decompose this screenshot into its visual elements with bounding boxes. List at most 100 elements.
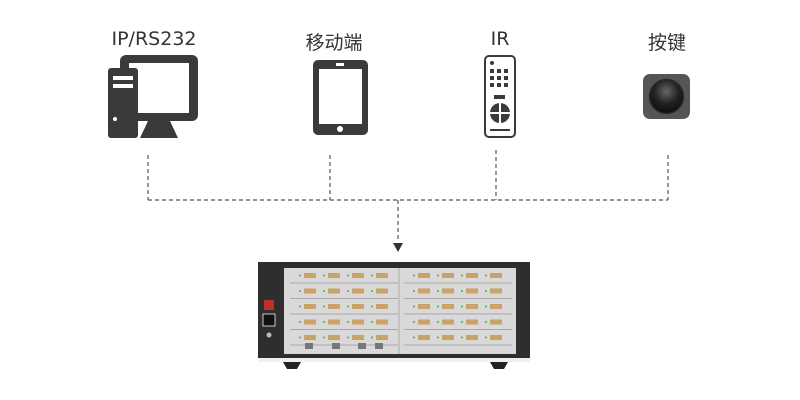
- status-led: [437, 274, 439, 277]
- status-led: [299, 336, 301, 339]
- status-led: [461, 321, 463, 323]
- status-led: [437, 321, 439, 323]
- hdmi-port: [442, 288, 454, 294]
- hdmi-port: [466, 288, 478, 294]
- hdmi-port: [352, 335, 364, 340]
- control-port: [358, 343, 366, 349]
- status-led: [371, 290, 373, 292]
- status-led: [323, 336, 325, 339]
- status-led: [347, 321, 349, 323]
- hdmi-port: [304, 335, 316, 340]
- hdmi-port: [490, 273, 502, 278]
- status-led: [323, 274, 325, 277]
- status-led: [413, 321, 415, 323]
- hdmi-port: [466, 335, 478, 340]
- status-led: [347, 305, 349, 308]
- hdmi-port: [418, 288, 430, 294]
- remote-key: [504, 83, 508, 87]
- hdmi-port: [304, 273, 316, 278]
- connector-lines: [147, 150, 669, 242]
- hdmi-port: [418, 273, 430, 278]
- hdmi-port: [328, 288, 340, 294]
- status-led: [413, 274, 415, 277]
- remote-key: [504, 69, 508, 73]
- remote-control-icon: [484, 55, 516, 138]
- status-led: [461, 305, 463, 308]
- remote-key: [497, 69, 501, 73]
- control-port: [375, 343, 383, 349]
- arrow-head-icon: [393, 243, 403, 252]
- hdmi-port: [352, 319, 364, 325]
- hdmi-port: [466, 319, 478, 325]
- hdmi-port: [376, 304, 388, 309]
- hdmi-port: [490, 304, 502, 309]
- remote-key: [497, 83, 501, 87]
- status-led: [485, 274, 487, 277]
- hdmi-port: [442, 304, 454, 309]
- status-led: [437, 336, 439, 339]
- hdmi-port: [418, 319, 430, 325]
- remote-key: [497, 76, 501, 80]
- hdmi-port: [490, 335, 502, 340]
- control-port: [332, 343, 340, 349]
- hdmi-port: [466, 273, 478, 278]
- status-led: [323, 290, 325, 292]
- remote-key: [490, 83, 494, 87]
- status-led: [413, 290, 415, 292]
- hdmi-port: [442, 335, 454, 340]
- status-led: [413, 336, 415, 339]
- status-led: [299, 290, 301, 292]
- matrix-switcher-device-icon: [258, 262, 530, 369]
- hdmi-port: [304, 304, 316, 309]
- hdmi-port: [442, 319, 454, 325]
- hdmi-port: [304, 288, 316, 294]
- status-led: [413, 305, 415, 308]
- remote-key: [490, 76, 494, 80]
- push-button-icon: [643, 74, 690, 119]
- status-led: [347, 290, 349, 292]
- hdmi-port: [328, 273, 340, 278]
- hdmi-port: [418, 304, 430, 309]
- status-led: [371, 321, 373, 323]
- hdmi-port: [418, 335, 430, 340]
- remote-key: [504, 76, 508, 80]
- hdmi-port: [442, 273, 454, 278]
- label-ir: IR: [490, 28, 510, 50]
- status-led: [299, 321, 301, 323]
- hdmi-port: [490, 288, 502, 294]
- status-led: [371, 336, 373, 339]
- hdmi-port: [352, 304, 364, 309]
- status-led: [323, 321, 325, 323]
- computer-icon: [108, 55, 198, 138]
- status-led: [437, 290, 439, 292]
- status-led: [485, 305, 487, 308]
- status-led: [299, 274, 301, 277]
- label-ip-rs232: IP/RS232: [111, 28, 197, 50]
- status-led: [323, 305, 325, 308]
- hdmi-port: [376, 319, 388, 325]
- control-port: [305, 343, 313, 349]
- hdmi-port: [376, 335, 388, 340]
- label-mobile: 移动端: [305, 32, 363, 54]
- status-led: [371, 305, 373, 308]
- hdmi-port: [352, 288, 364, 294]
- tablet-icon: [313, 60, 368, 135]
- status-led: [437, 305, 439, 308]
- hdmi-port: [304, 319, 316, 325]
- remote-key: [490, 69, 494, 73]
- status-led: [461, 290, 463, 292]
- status-led: [347, 274, 349, 277]
- label-keys: 按键: [647, 32, 687, 54]
- hdmi-port: [376, 273, 388, 278]
- status-led: [485, 336, 487, 339]
- status-led: [485, 290, 487, 292]
- hdmi-port: [328, 319, 340, 325]
- hdmi-port: [376, 288, 388, 294]
- status-led: [299, 305, 301, 308]
- hdmi-port: [466, 304, 478, 309]
- hdmi-port: [352, 273, 364, 278]
- hdmi-port: [328, 304, 340, 309]
- status-led: [461, 336, 463, 339]
